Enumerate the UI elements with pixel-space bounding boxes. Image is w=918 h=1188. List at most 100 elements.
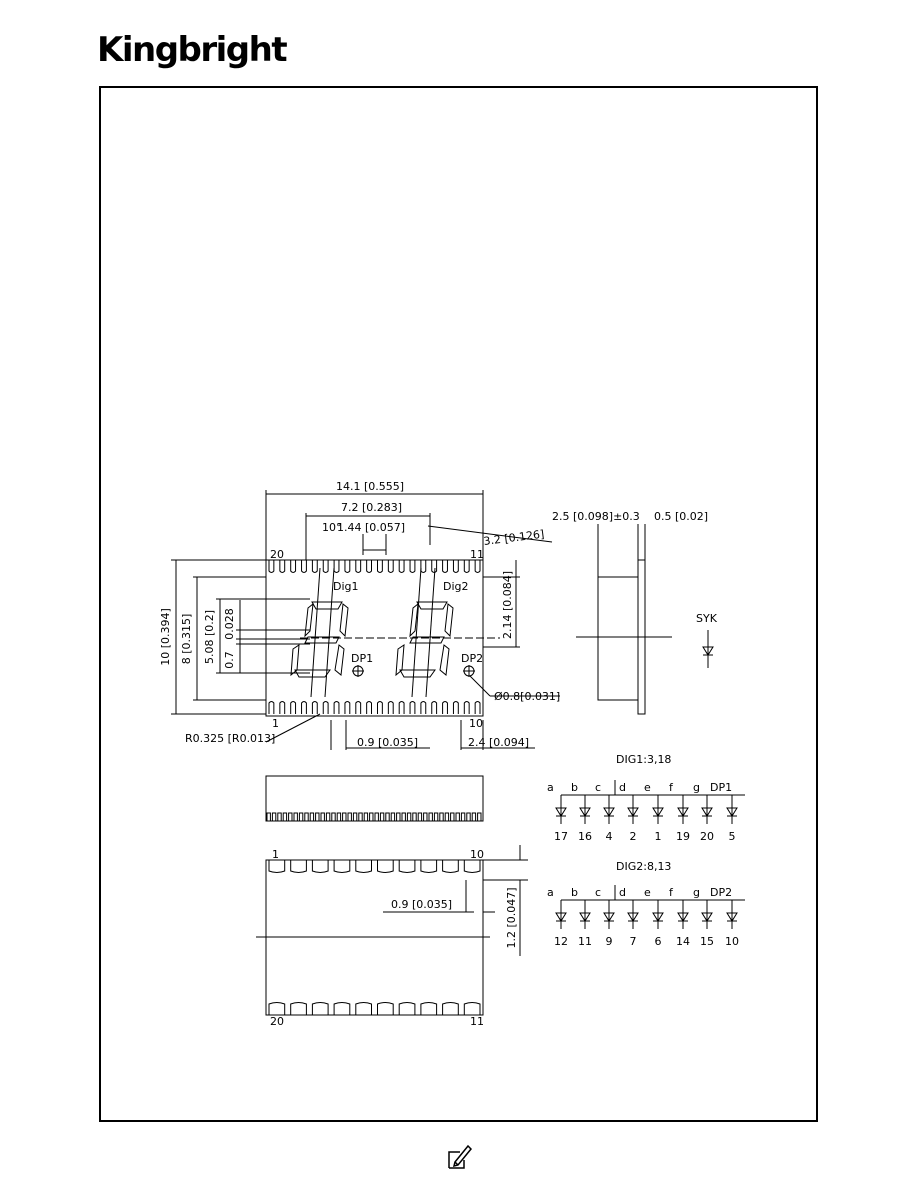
side-lead-label: 0.5 [0.02] (654, 510, 708, 523)
strip-pad (412, 812, 417, 822)
front-pad-top (452, 560, 459, 573)
pin-10-label: 10 (469, 717, 483, 730)
strip-pad (460, 812, 466, 822)
dim-bottom-pitch-label: 2.4 [0.094] (468, 736, 529, 749)
segment-label: f (669, 886, 674, 899)
front-pad-top (344, 560, 351, 573)
front-pad-bottom (311, 701, 318, 714)
segment-label: c (595, 781, 601, 794)
strip-pad (374, 812, 379, 822)
seg-1f (304, 602, 314, 638)
dim-pad-offset-label: 2.14 [0.084] (501, 571, 514, 639)
segment-label: a (547, 781, 554, 794)
segment-label: b (571, 886, 578, 899)
front-pad-bottom (268, 701, 275, 714)
strip-pad (271, 812, 277, 822)
seg-2g (409, 636, 445, 644)
bottom-pad-top (268, 860, 286, 873)
seg-1a (311, 601, 343, 610)
pin-number: 2 (630, 830, 637, 843)
dp1-label: DP1 (351, 652, 373, 665)
strip-pad (417, 812, 423, 822)
dim-seg-gap-label: 0.028 (223, 608, 236, 640)
front-pad-top (463, 560, 470, 573)
strip-pad (347, 812, 352, 822)
strip-pad (363, 812, 369, 822)
bottom-pad-bottom (311, 1002, 329, 1015)
dim-segment-width-label: 1.44 [0.057] (337, 521, 405, 534)
strip-pad (466, 812, 471, 822)
strip-pad (266, 812, 271, 822)
front-pad-bottom (344, 701, 351, 714)
pin-number: 4 (606, 830, 613, 843)
pin-number: 16 (578, 830, 592, 843)
diode-symbol (555, 807, 567, 817)
seg-2d (399, 669, 436, 678)
dim-width-label: 14.1 [0.555] (336, 480, 404, 493)
pin-number: 10 (725, 935, 739, 948)
strip-pad (320, 812, 325, 822)
front-pad-top (268, 560, 275, 573)
segment-label: b (571, 781, 578, 794)
strip-pad (455, 812, 460, 822)
front-pad-bottom (431, 701, 438, 714)
side-body (597, 576, 639, 701)
bottom-pin-1-label: 1 (272, 848, 279, 861)
segment-label: e (644, 886, 651, 899)
drawing-frame (99, 86, 818, 1122)
front-pad-bottom (452, 701, 459, 714)
segment-label: c (595, 886, 601, 899)
segment-label: a (547, 886, 554, 899)
diode-symbol (579, 912, 591, 922)
bottom-pad-bottom (463, 1002, 481, 1015)
strip-pad (428, 812, 433, 822)
diode-symbol (726, 912, 738, 922)
syk-label: SYK (696, 612, 718, 625)
front-pads-bottom (268, 701, 481, 714)
diode-symbol (603, 807, 615, 817)
seg-2a (416, 601, 448, 610)
front-pad-bottom (387, 701, 394, 714)
front-pads-top (268, 560, 481, 573)
side-thickness-label: 2.5 [0.098]±0.3 (552, 510, 640, 523)
diode-symbol (701, 807, 713, 817)
segment-label: f (669, 781, 674, 794)
side-strip (265, 775, 484, 822)
bottom-pad-top (442, 860, 459, 873)
pin-number: 7 (630, 935, 637, 948)
seg-1b (339, 603, 349, 638)
pin-number: 11 (578, 935, 592, 948)
front-pad-top (366, 560, 372, 573)
pin-number: 12 (554, 935, 568, 948)
front-pad-bottom (355, 701, 362, 714)
bottom-pad-top (290, 860, 307, 873)
front-pad-top (290, 560, 297, 573)
circuit-dig1 (555, 780, 745, 824)
bottom-pad-bottom (442, 1002, 459, 1015)
diode-symbol (701, 912, 713, 922)
front-pad-top (355, 560, 362, 573)
pin-number: 20 (700, 830, 714, 843)
front-pad-top (377, 560, 383, 573)
strip-pad (450, 812, 455, 822)
seg-1g (304, 636, 340, 644)
bottom-pad-top (377, 860, 394, 873)
front-pad-top (322, 560, 329, 573)
segment-label: DP1 (710, 781, 732, 794)
bottom-pad-bottom (420, 1002, 438, 1015)
pin-number: 17 (554, 830, 568, 843)
front-pad-bottom (279, 701, 286, 714)
diode-symbol (677, 807, 689, 817)
strip-pad (444, 812, 450, 822)
front-pad-top (474, 560, 481, 573)
pin-number: 6 (655, 935, 662, 948)
strip-pad (439, 812, 444, 822)
seg-1d (294, 669, 331, 678)
segment-label: g (693, 886, 700, 899)
dim-dp-dia-label: Ø0.8[0.031] (494, 690, 560, 703)
strip-pad (423, 812, 428, 822)
dim-angle-label: 10° (322, 521, 342, 534)
diode-symbol (627, 912, 639, 922)
front-pad-bottom (442, 701, 448, 714)
